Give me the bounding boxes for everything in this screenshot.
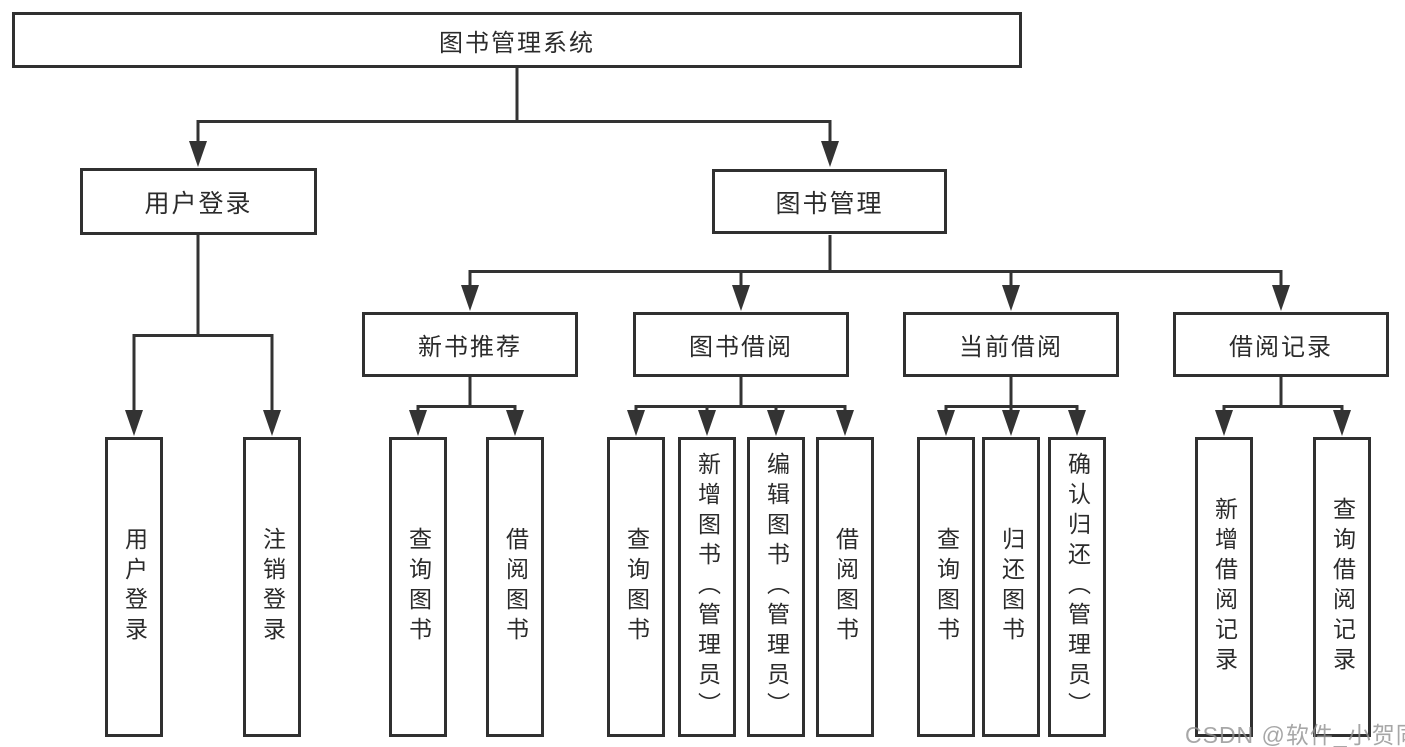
leaf-borrowing-edit-books-admin: 编辑图书（管理员） (747, 437, 805, 737)
arrowhead-icon (506, 410, 524, 436)
connector-current-bar (944, 405, 1079, 412)
arrowhead-icon (732, 285, 750, 311)
arrowhead-icon (189, 141, 207, 167)
watermark: CSDN @软件_小贺同学 (1185, 722, 1405, 747)
arrowhead-icon (1002, 410, 1020, 436)
leaf-current-confirm-return-admin: 确认归还（管理员） (1048, 437, 1106, 737)
node-label: 图书借阅 (689, 334, 793, 361)
node-new-book-recommend: 新书推荐 (362, 312, 578, 377)
connector-userlogin-bar (132, 334, 274, 411)
node-label: 图书管理 (775, 189, 884, 218)
leaf-borrowing-add-books-admin: 新增图书（管理员） (678, 437, 736, 737)
node-label: 查询图书 (933, 527, 960, 647)
node-label: 用户登录 (121, 527, 148, 647)
node-label: 借阅图书 (502, 527, 529, 647)
leaf-current-query-books: 查询图书 (917, 437, 975, 737)
node-label: 查询借阅记录 (1329, 497, 1356, 677)
leaf-records-add-record: 新增借阅记录 (1195, 437, 1253, 737)
arrowhead-icon (1333, 410, 1351, 436)
node-current-borrowing: 当前借阅 (903, 312, 1119, 377)
leaf-borrowing-query-books: 查询图书 (607, 437, 665, 737)
leaf-logout: 注销登录 (243, 437, 301, 737)
node-borrowing-records: 借阅记录 (1173, 312, 1389, 377)
arrowhead-icon (1002, 285, 1020, 311)
arrowhead-icon (125, 410, 143, 436)
arrowhead-icon (409, 410, 427, 436)
connector-records-bar (1222, 405, 1344, 412)
node-label: 查询图书 (405, 527, 432, 647)
node-user-login: 用户登录 (80, 168, 317, 235)
connector-level2-bar (196, 120, 832, 143)
node-book-borrowing: 图书借阅 (633, 312, 849, 377)
node-label: 用户登录 (144, 189, 253, 218)
node-label: 借阅图书 (832, 527, 859, 647)
node-book-management: 图书管理 (712, 169, 947, 234)
leaf-recommend-query-books: 查询图书 (389, 437, 447, 737)
arrowhead-icon (821, 141, 839, 167)
node-label: 新增图书（管理员） (694, 452, 721, 722)
arrowhead-icon (698, 410, 716, 436)
node-label: 归还图书 (998, 527, 1025, 647)
leaf-current-return-books: 归还图书 (982, 437, 1040, 737)
leaf-user-login: 用户登录 (105, 437, 163, 737)
arrowhead-icon (1068, 410, 1086, 436)
arrowhead-icon (767, 410, 785, 436)
node-label: 新增借阅记录 (1211, 497, 1238, 677)
leaf-recommend-borrow-books: 借阅图书 (486, 437, 544, 737)
node-label: 当前借阅 (959, 334, 1063, 361)
node-label: 借阅记录 (1229, 334, 1333, 361)
arrowhead-icon (627, 410, 645, 436)
node-label: 新书推荐 (418, 334, 522, 361)
node-label: 编辑图书（管理员） (763, 452, 790, 722)
node-label: 查询图书 (623, 527, 650, 647)
connector-level3-bar (468, 270, 1283, 287)
arrowhead-icon (937, 410, 955, 436)
connector-recommend-bar (416, 405, 517, 412)
arrowhead-icon (263, 410, 281, 436)
leaf-borrowing-borrow-books: 借阅图书 (816, 437, 874, 737)
arrowhead-icon (461, 285, 479, 311)
arrowhead-icon (1272, 285, 1290, 311)
node-label: 确认归还（管理员） (1064, 452, 1091, 722)
node-label: 图书管理系统 (439, 29, 595, 57)
leaf-records-query-record: 查询借阅记录 (1313, 437, 1371, 737)
arrowhead-icon (836, 410, 854, 436)
node-label: 注销登录 (259, 527, 286, 647)
arrowhead-icon (1215, 410, 1233, 436)
node-root-system: 图书管理系统 (12, 12, 1022, 68)
connector-borrowing-bar (634, 405, 847, 412)
